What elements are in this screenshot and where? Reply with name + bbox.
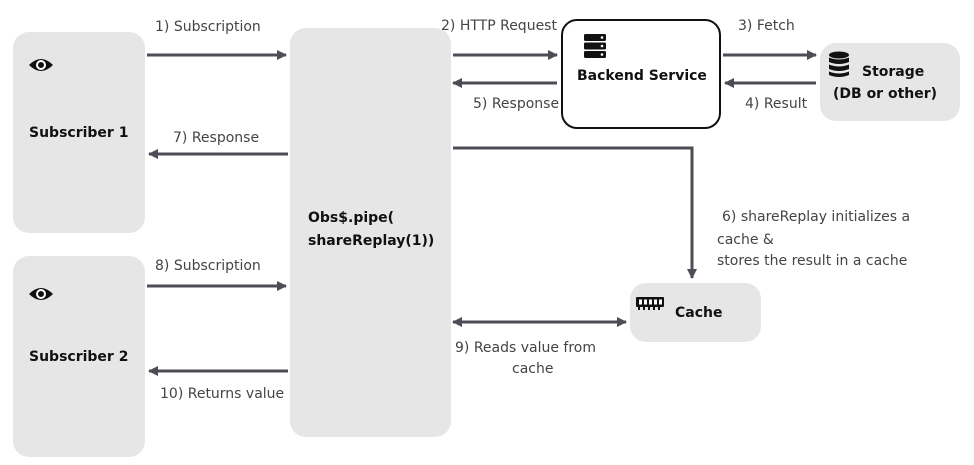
arrow-6-sharereplay	[453, 146, 697, 279]
subscriber-1-label: Subscriber 1	[29, 125, 129, 141]
subscriber-1-box: Subscriber 1	[13, 32, 145, 233]
observable-line-1: Obs$.pipe(	[308, 210, 395, 226]
edge-label-9-line-2: cache	[512, 361, 554, 377]
backend-service-label: Backend Service	[577, 68, 707, 84]
subscriber-2-label: Subscriber 2	[29, 349, 129, 365]
edge-label-10: 10) Returns value	[160, 386, 285, 402]
edge-label-3: 3) Fetch	[738, 18, 795, 34]
edge-label-8: 8) Subscription	[155, 258, 261, 274]
edge-label-6-line-3: stores the result in a cache	[717, 253, 908, 269]
eye-icon	[29, 288, 53, 300]
cache-label: Cache	[675, 305, 723, 321]
edge-label-5: 5) Response	[473, 96, 560, 112]
storage-label: Storage	[862, 64, 925, 80]
edge-label-6-line-2: cache &	[717, 232, 774, 248]
edge-label-4: 4) Result	[745, 96, 808, 112]
backend-service-box: Backend Service	[561, 19, 721, 129]
edge-label-1: 1) Subscription	[155, 19, 261, 35]
edge-label-6-line-1: 6) shareReplay initializes a	[722, 209, 911, 225]
edge-label-9-line-1: 9) Reads value from	[455, 340, 597, 356]
storage-box: Storage (DB or other)	[820, 43, 960, 121]
database-icon	[829, 51, 849, 77]
edge-label-7: 7) Response	[173, 130, 260, 146]
observable-line-2: shareReplay(1))	[308, 233, 435, 249]
server-icon	[584, 34, 606, 58]
edge-label-2: 2) HTTP Request	[441, 18, 557, 34]
memory-icon	[636, 297, 664, 310]
observable-box: Obs$.pipe( shareReplay(1))	[290, 28, 451, 437]
eye-icon	[29, 59, 53, 71]
storage-sublabel: (DB or other)	[833, 86, 938, 102]
subscriber-2-box: Subscriber 2	[13, 256, 145, 457]
cache-box: Cache	[630, 283, 761, 342]
